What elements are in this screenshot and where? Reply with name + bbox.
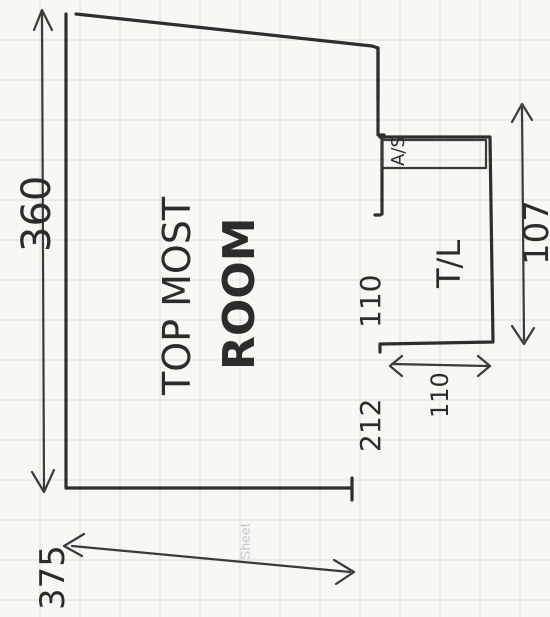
right-wall-upper bbox=[376, 46, 386, 137]
segment-label-212: 212 bbox=[354, 399, 387, 452]
faint-print-text: Sheet bbox=[237, 523, 253, 560]
alcove-label-tl: T/L bbox=[430, 240, 468, 289]
segment-label-110-alcove: 110 bbox=[426, 372, 454, 418]
width-dimension-arrow bbox=[30, 8, 56, 494]
room-label-room: ROOM bbox=[214, 218, 265, 370]
width-label: 360 bbox=[14, 176, 60, 252]
cupboard-strip bbox=[380, 138, 488, 170]
cupboard-label: A/S bbox=[388, 136, 409, 166]
alcove-width-arrow bbox=[510, 102, 536, 346]
segment-arrow-110 bbox=[388, 354, 492, 378]
segment-label-110-wall: 110 bbox=[354, 275, 387, 328]
depth-label: 375 bbox=[33, 545, 73, 610]
room-label-top-most: TOP MOST bbox=[155, 196, 199, 396]
depth-dimension-arrow bbox=[62, 532, 356, 586]
alcove-width-label: 107 bbox=[517, 200, 550, 265]
